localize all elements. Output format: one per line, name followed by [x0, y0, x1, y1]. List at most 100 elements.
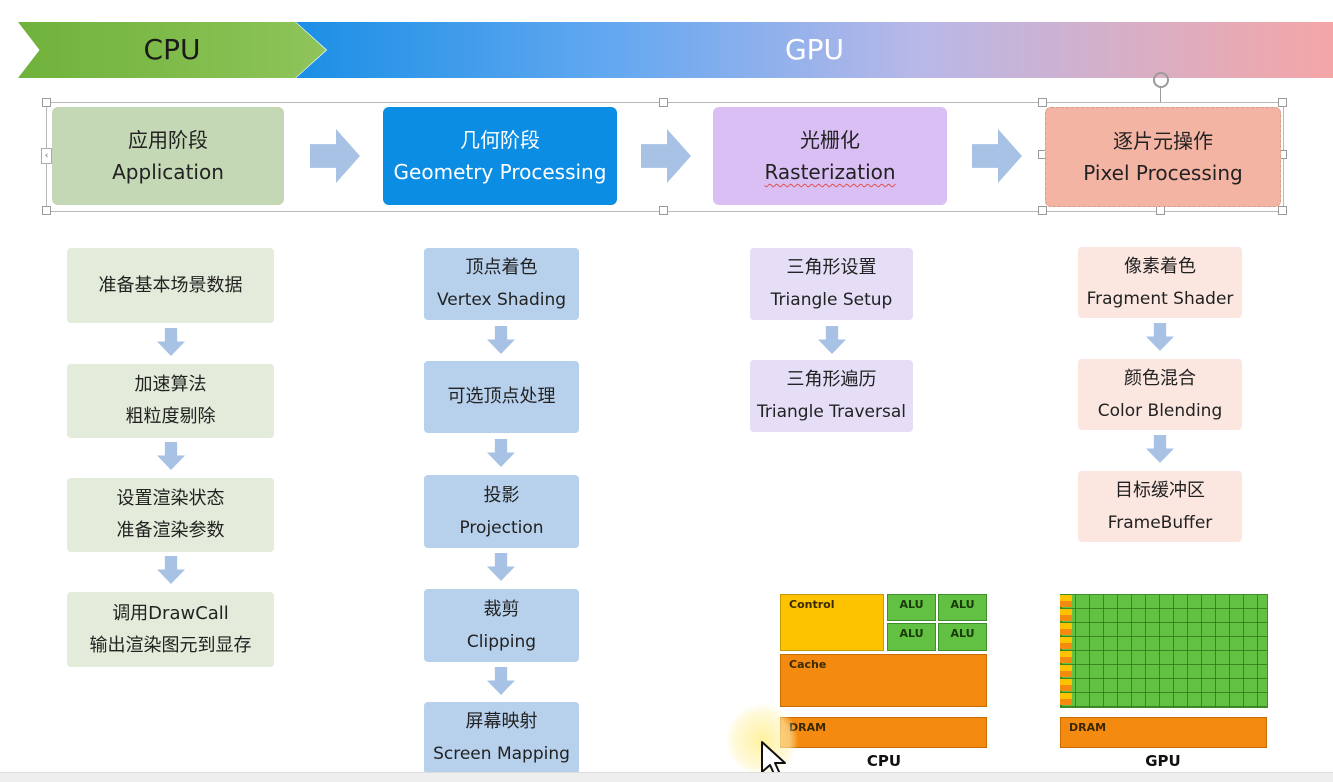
gpu-control-cell: [1060, 665, 1072, 671]
step-line-en: Fragment Shader: [1086, 288, 1234, 309]
step-line: 目标缓冲区: [1115, 479, 1205, 501]
rotate-handle-icon[interactable]: [1153, 72, 1169, 88]
geometry-step: 可选顶点处理: [424, 361, 579, 433]
step-line: 颜色混合: [1124, 367, 1196, 389]
stage-en: Pixel Processing: [1083, 161, 1243, 185]
resize-handle[interactable]: [659, 98, 668, 107]
gpu-cache-cell: [1060, 629, 1072, 635]
gpu-cache-cell: [1060, 657, 1072, 663]
resize-handle[interactable]: [42, 206, 51, 215]
collapse-handle-icon[interactable]: ‹: [41, 148, 52, 164]
down-arrow-icon: [1146, 435, 1174, 463]
step-line-en: Screen Mapping: [433, 744, 570, 764]
resize-handle[interactable]: [1278, 98, 1287, 107]
stage-cn: 逐片元操作: [1113, 129, 1213, 153]
stage-geometry: 几何阶段 Geometry Processing: [383, 107, 617, 205]
step-line: 三角形设置: [786, 257, 877, 278]
stage-cn: 应用阶段: [128, 128, 208, 152]
down-arrow-icon: [487, 667, 515, 695]
cpu-banner-label: CPU: [143, 33, 201, 66]
stage-pixel-processing: 逐片元操作 Pixel Processing: [1045, 107, 1281, 207]
down-arrow-icon: [487, 326, 515, 354]
stage-cn: 光栅化: [800, 128, 860, 152]
stage-application: 应用阶段 Application: [52, 107, 284, 205]
gpu-control-cell: [1060, 693, 1072, 699]
resize-handle[interactable]: [659, 206, 668, 215]
step-line: 三角形遍历: [786, 369, 877, 390]
step-line-en: Color Blending: [1097, 400, 1223, 421]
step-line: 像素着色: [1124, 255, 1196, 277]
gpu-banner: GPU: [296, 22, 1333, 78]
resize-handle[interactable]: [1038, 206, 1047, 215]
step-line: 准备渲染参数: [116, 520, 225, 541]
down-arrow-icon: [157, 556, 185, 584]
geometry-step: 屏幕映射 Screen Mapping: [424, 702, 579, 774]
cpu-cache-block: Cache: [780, 654, 987, 707]
step-line: 输出渲染图元到显存: [89, 634, 252, 656]
step-line-en: Triangle Setup: [770, 290, 893, 310]
raster-step: 三角形遍历 Triangle Traversal: [750, 360, 913, 432]
resize-handle[interactable]: [1038, 98, 1047, 107]
step-line-en: Vertex Shading: [436, 290, 567, 310]
application-step: 准备基本场景数据: [67, 248, 274, 323]
gpu-cache-cell: [1060, 685, 1072, 691]
step-line: 顶点着色: [465, 257, 538, 278]
rotate-handle-line: [1160, 86, 1161, 102]
gpu-banner-label: GPU: [784, 33, 845, 66]
gpu-cache-cell: [1060, 643, 1072, 649]
application-step: 调用DrawCall 输出渲染图元到显存: [67, 592, 274, 667]
stage-en: Application: [112, 160, 224, 184]
gpu-cache-cell: [1060, 671, 1072, 677]
step-line: 调用DrawCall: [112, 602, 229, 624]
step-line-en: Triangle Traversal: [757, 402, 906, 422]
gpu-control-cell: [1060, 651, 1072, 657]
cpu-alu-block: ALU: [938, 623, 987, 651]
step-line: 准备基本场景数据: [98, 274, 243, 296]
step-line: 设置渲染状态: [116, 488, 225, 509]
pixel-step: 颜色混合 Color Blending: [1078, 359, 1242, 430]
down-arrow-icon: [157, 442, 185, 470]
gpu-cache-cell: [1060, 699, 1072, 705]
gpu-cache-cell: [1060, 601, 1072, 607]
step-line: 屏幕映射: [465, 711, 538, 732]
step-line-en: Projection: [459, 517, 544, 538]
stage-en: Rasterization: [764, 160, 896, 184]
gpu-control-cell: [1060, 609, 1072, 615]
cpu-alu-block: ALU: [938, 594, 987, 621]
step-line: 投影: [483, 484, 520, 506]
resize-handle[interactable]: [42, 98, 51, 107]
application-step: 加速算法 粗粒度剔除: [67, 364, 274, 438]
gpu-control-cell: [1060, 679, 1072, 685]
resize-handle[interactable]: [1156, 206, 1165, 215]
raster-step: 三角形设置 Triangle Setup: [750, 248, 913, 320]
gpu-cache-cell: [1060, 615, 1072, 621]
geometry-step: 投影 Projection: [424, 475, 579, 548]
cpu-alu-block: ALU: [887, 594, 936, 621]
step-line-en: Clipping: [466, 631, 537, 652]
step-line: 加速算法: [134, 374, 207, 395]
cpu-control-block: Control: [780, 594, 884, 651]
gpu-alu-grid: [1060, 594, 1268, 708]
gpu-control-cell: [1060, 637, 1072, 643]
step-line: 可选顶点处理: [447, 386, 556, 407]
cpu-alu-block: ALU: [887, 623, 936, 651]
step-line-en: FrameBuffer: [1107, 512, 1213, 533]
gpu-dram-block: DRAM: [1060, 717, 1267, 748]
down-arrow-icon: [1146, 323, 1174, 351]
down-arrow-icon: [487, 553, 515, 581]
pixel-step: 目标缓冲区 FrameBuffer: [1078, 471, 1242, 542]
gpu-diagram-caption: GPU: [1145, 752, 1181, 770]
pixel-step: 像素着色 Fragment Shader: [1078, 247, 1242, 318]
geometry-step: 裁剪 Clipping: [424, 589, 579, 662]
step-line: 裁剪: [483, 598, 520, 620]
step-line: 粗粒度剔除: [125, 406, 216, 427]
geometry-step: 顶点着色 Vertex Shading: [424, 248, 579, 320]
application-step: 设置渲染状态 准备渲染参数: [67, 478, 274, 552]
resize-handle[interactable]: [1278, 206, 1287, 215]
down-arrow-icon: [157, 328, 185, 356]
gpu-control-cell: [1060, 595, 1072, 601]
stage-cn: 几何阶段: [460, 128, 540, 152]
bottom-scroll-bar[interactable]: [0, 772, 1333, 782]
stage-en: Geometry Processing: [393, 160, 607, 184]
cpu-banner: CPU: [18, 22, 326, 78]
